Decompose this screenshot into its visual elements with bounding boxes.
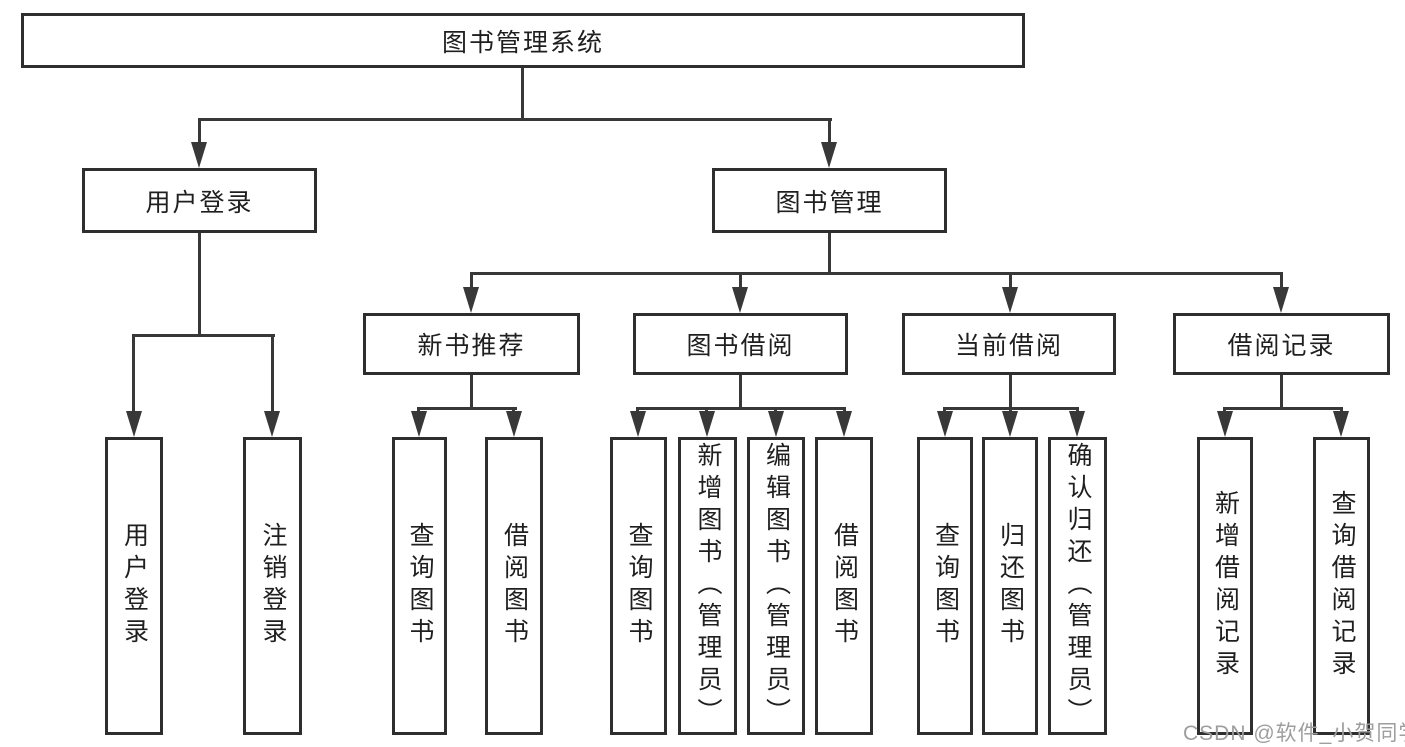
node-label: 注销登录 <box>259 522 287 650</box>
leaf-edit-books-admin: 编辑图书（管理员） <box>747 437 805 735</box>
node-library-system: 图书管理系统 <box>21 13 1025 68</box>
node-label: 新书推荐 <box>417 332 526 360</box>
node-new-book-recommend: 新书推荐 <box>363 313 580 375</box>
leaf-query-books-current: 查询图书 <box>917 437 973 735</box>
connector-branch <box>636 407 846 410</box>
connector-branch <box>417 407 517 410</box>
arrow-down-icon <box>1069 411 1085 437</box>
node-label: 查询借阅记录 <box>1328 490 1356 682</box>
node-label: 查询图书 <box>625 522 653 650</box>
connector-drop <box>739 272 742 289</box>
connector-drop <box>198 118 201 146</box>
connector-drop <box>132 334 135 411</box>
csdn-watermark: CSDN @软件_小贺同学 <box>1183 722 1405 745</box>
connector-drop <box>271 334 274 411</box>
node-label: 新增借阅记录 <box>1211 490 1240 682</box>
leaf-add-books-admin: 新增图书（管理员） <box>678 437 737 735</box>
node-label: 当前借阅 <box>954 332 1063 360</box>
node-current-borrowing: 当前借阅 <box>902 313 1116 375</box>
connector-stem <box>739 375 742 410</box>
connector-root-branch <box>198 118 832 121</box>
node-user-login: 用户登录 <box>82 168 317 233</box>
connector-branch <box>470 272 1283 275</box>
arrow-down-icon <box>463 287 479 313</box>
leaf-confirm-return-admin: 确认归还（管理员） <box>1048 437 1107 735</box>
leaf-logout: 注销登录 <box>243 437 302 735</box>
arrow-down-icon <box>1217 411 1233 437</box>
connector-drop <box>828 118 831 146</box>
node-label: 编辑图书（管理员） <box>762 442 791 730</box>
connector-stem <box>1280 375 1283 410</box>
leaf-query-books-recommend: 查询图书 <box>392 437 447 735</box>
connector-drop <box>1280 272 1283 289</box>
connector-stem <box>198 233 201 337</box>
leaf-add-borrow-record: 新增借阅记录 <box>1197 437 1253 735</box>
leaf-return-books: 归还图书 <box>982 437 1038 735</box>
node-label: 查询图书 <box>406 522 434 650</box>
node-label: 借阅记录 <box>1227 332 1336 360</box>
connector-stem <box>470 375 473 410</box>
connector-stem <box>828 233 831 275</box>
leaf-query-borrow-record: 查询借阅记录 <box>1313 437 1370 735</box>
arrow-down-icon <box>732 287 748 313</box>
connector-drop <box>1009 272 1012 289</box>
arrow-down-icon <box>264 411 280 437</box>
arrow-down-icon <box>506 411 522 437</box>
node-label: 确认归还（管理员） <box>1064 442 1092 730</box>
arrow-down-icon <box>1002 287 1018 313</box>
arrow-down-icon <box>1002 411 1018 437</box>
connector-branch <box>132 334 275 337</box>
node-label: 用户登录 <box>120 522 149 650</box>
node-label: 图书借阅 <box>686 332 795 360</box>
arrow-down-icon <box>126 411 142 437</box>
node-label: 用户登录 <box>145 188 254 217</box>
leaf-user-login: 用户登录 <box>105 437 163 735</box>
node-label: 归还图书 <box>996 522 1025 650</box>
connector-branch <box>1223 407 1343 410</box>
leaf-borrow-books: 借阅图书 <box>815 437 873 735</box>
arrow-down-icon <box>1333 411 1349 437</box>
connector-stem <box>1009 375 1012 410</box>
arrow-down-icon <box>937 411 953 437</box>
arrow-down-icon <box>768 411 784 437</box>
arrow-down-icon <box>191 142 207 168</box>
arrow-down-icon <box>836 411 852 437</box>
node-label: 查询图书 <box>931 522 960 650</box>
connector-root-stem <box>521 68 524 121</box>
node-label: 借阅图书 <box>830 522 859 650</box>
node-book-borrowing: 图书借阅 <box>633 313 848 375</box>
connector-drop <box>470 272 473 289</box>
node-label: 图书管理系统 <box>441 28 604 57</box>
node-book-management: 图书管理 <box>712 168 947 233</box>
node-label: 借阅图书 <box>500 522 529 650</box>
node-label: 图书管理 <box>775 188 884 217</box>
arrow-down-icon <box>630 411 646 437</box>
leaf-query-books-borrowing: 查询图书 <box>610 437 667 735</box>
arrow-down-icon <box>821 142 837 168</box>
node-label: 新增图书（管理员） <box>694 442 722 730</box>
node-borrow-records: 借阅记录 <box>1173 313 1390 375</box>
arrow-down-icon <box>411 411 427 437</box>
arrow-down-icon <box>699 411 715 437</box>
leaf-borrow-books-recommend: 借阅图书 <box>485 437 543 735</box>
arrow-down-icon <box>1273 287 1289 313</box>
